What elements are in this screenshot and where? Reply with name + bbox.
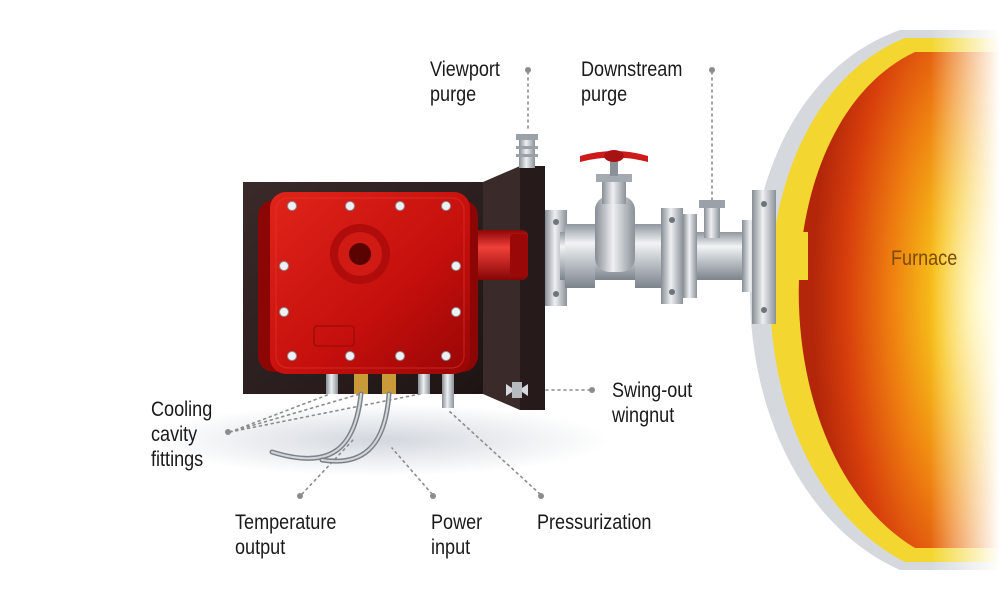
label-power-input: Power input [431,510,482,560]
label-downstream-purge: Downstream purge [581,57,682,107]
enclosure-bolts [279,201,461,361]
viewport-window-icon [330,224,390,284]
furnace [750,0,1000,605]
label-line: Viewport [430,58,500,81]
label-temperature-output: Temperature output [235,510,336,560]
ground-shadow [150,404,610,476]
bottom-fittings [326,374,454,408]
label-line: Swing-out [612,379,693,402]
label-line: output [235,536,286,559]
label-line: cavity [151,423,198,446]
wingnut-icon [506,382,528,398]
label-line: Power [431,511,483,534]
viewport-purge-fitting [516,134,538,168]
label-line: wingnut [612,404,675,427]
label-line: input [431,536,471,559]
red-connector [462,230,528,280]
label-viewport-purge: Viewport purge [430,57,500,107]
label-furnace: Furnace [891,247,958,270]
label-line: purge [581,83,628,106]
label-line: purge [430,83,477,106]
gate-valve [596,160,632,204]
label-line: fittings [151,448,204,471]
valve-handle-icon [580,150,648,162]
label-cooling-cavity-fittings: Cooling cavity fittings [151,397,212,472]
label-pressurization: Pressurization [537,511,652,534]
pipe-assembly [545,190,776,324]
cables [269,391,392,464]
label-line: Cooling [151,398,213,421]
leader-dots [225,67,715,499]
red-enclosure [258,192,478,374]
label-line: Downstream [581,58,683,81]
label-line: Temperature [235,511,337,534]
label-swing-out-wingnut: Swing-out wingnut [612,378,692,428]
